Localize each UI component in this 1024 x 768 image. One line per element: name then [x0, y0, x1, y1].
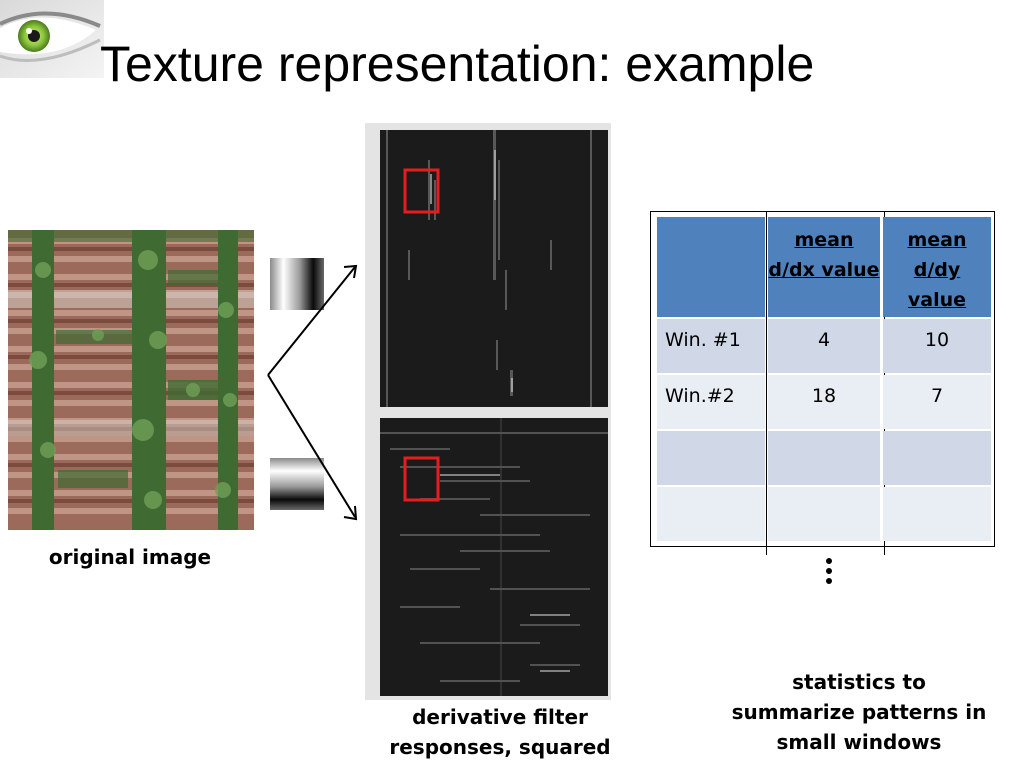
table-frame: [650, 211, 995, 547]
row-dy-value: 7: [883, 375, 991, 429]
statistics-table: mean d/dx value mean d/dy value Win. #1 …: [654, 215, 994, 543]
row-label: Win.#2: [657, 375, 765, 429]
dx-filter-kernel: [270, 258, 324, 310]
dx-response-image: [380, 130, 608, 407]
row-label: [657, 431, 765, 485]
row-dy-value: 10: [883, 319, 991, 373]
row-dy-value: [883, 431, 991, 485]
window-1-dy: [403, 456, 440, 502]
statistics-caption: statistics to summarize patterns in smal…: [731, 670, 987, 754]
column-divider-1: [766, 211, 767, 555]
responses-caption: derivative filter responses, squared: [389, 705, 611, 759]
header-cell-mean-dy: mean d/dy value: [883, 217, 991, 317]
original-image: [8, 230, 254, 530]
table-header-row: mean d/dx value mean d/dy value: [657, 217, 991, 317]
row-dx-value: 4: [768, 319, 880, 373]
slide-title: Texture representation: example: [100, 36, 815, 92]
eye-logo-icon: [0, 0, 104, 78]
table-row: [657, 431, 991, 485]
vertical-ellipsis-icon: [822, 556, 838, 586]
row-dy-value: [883, 487, 991, 541]
dy-filter-kernel: [270, 458, 324, 510]
header-cell-mean-dx: mean d/dx value: [768, 217, 880, 317]
table-row: Win. #1 4 10: [657, 319, 991, 373]
table-row: [657, 487, 991, 541]
row-label: Win. #1: [657, 319, 765, 373]
table-row: Win.#2 18 7: [657, 375, 991, 429]
original-image-caption: original image: [48, 545, 212, 569]
header-cell-empty: [657, 217, 765, 317]
window-1-dx: [403, 168, 440, 214]
row-dx-value: [768, 431, 880, 485]
row-label: [657, 487, 765, 541]
filter-arrows: [267, 264, 358, 521]
dy-response-image: [380, 418, 608, 696]
row-dx-value: [768, 487, 880, 541]
row-dx-value: 18: [768, 375, 880, 429]
